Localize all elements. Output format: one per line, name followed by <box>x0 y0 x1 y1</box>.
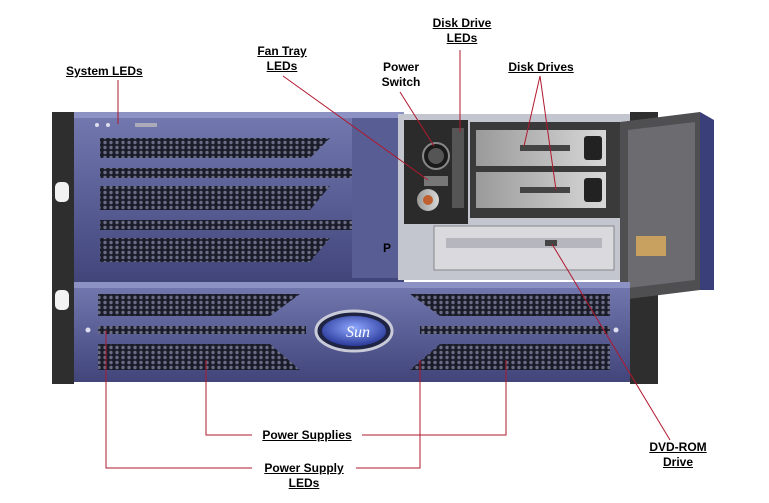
drive-bay-panel: P <box>383 114 630 280</box>
power-supplies-line-left <box>205 360 252 436</box>
disk-drives-line-2 <box>539 75 557 191</box>
lower-bezel: Sun <box>74 282 630 382</box>
label-power-supply-leds: Power Supply LEDs <box>264 461 344 490</box>
label-fan-tray-leds: Fan Tray LEDs <box>257 44 307 73</box>
label-system-leds: System LEDs <box>66 64 143 78</box>
psu-leds-line-right <box>356 360 421 469</box>
leader-lines <box>105 50 671 469</box>
label-disk-drives: Disk Drives <box>508 60 574 74</box>
disk-drives-line-1 <box>523 75 541 147</box>
panel-letter: P <box>383 241 391 255</box>
dvd-rom-line <box>551 243 671 441</box>
power-switch-line <box>399 91 435 147</box>
upper-bezel <box>74 112 404 282</box>
fan-tray-leds-line <box>282 75 429 181</box>
label-disk-drive-leds: Disk Drive LEDs <box>432 16 492 45</box>
power-supplies-line-right <box>362 360 507 436</box>
sun-logo: Sun <box>314 309 394 353</box>
label-power-switch: Power Switch <box>381 60 421 89</box>
side-door <box>620 112 714 300</box>
label-power-supplies: Power Supplies <box>262 428 352 442</box>
label-dvd-rom-drive: DVD-ROM Drive <box>649 440 707 469</box>
logo-text: Sun <box>346 324 370 341</box>
psu-leds-line-left <box>105 330 252 469</box>
left-rack-ear <box>52 112 74 384</box>
